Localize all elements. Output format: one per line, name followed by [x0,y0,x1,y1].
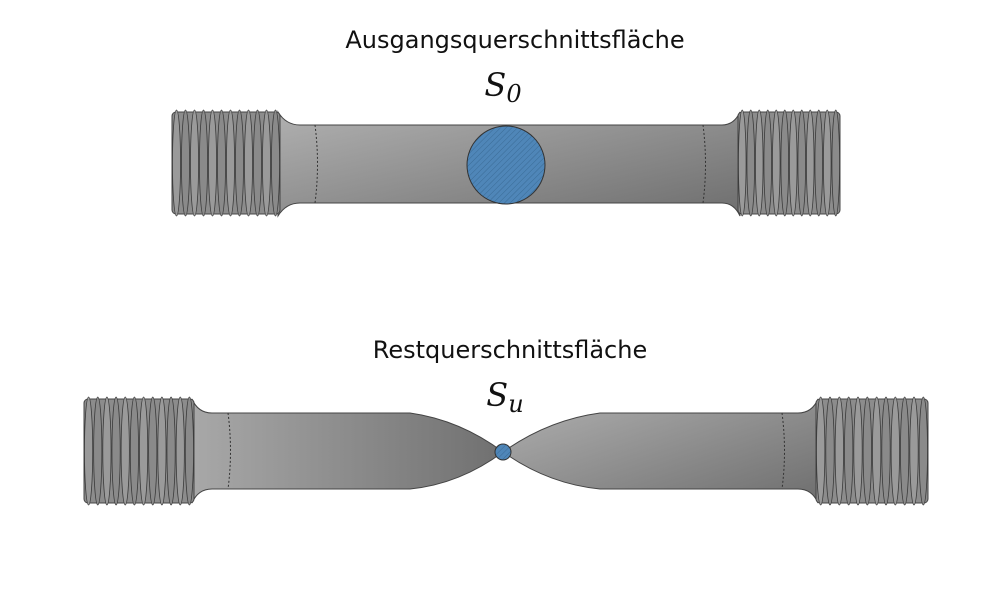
thread-ridge [862,396,872,506]
thread-ridge [139,396,149,506]
left-shaft [191,398,504,504]
thread-ridge [831,109,840,217]
thread-ridge [834,396,844,506]
thread-ridge [844,396,854,506]
symbol-subscript: 0 [506,80,522,108]
thread-ridge [166,396,176,506]
thread-ridge [881,396,891,506]
thread-ridge [780,109,789,217]
symbol-letter: S [486,376,509,414]
original-specimen [171,109,841,218]
thread-ridge [217,109,226,217]
thread-ridge [806,109,815,217]
thread-ridge [872,396,882,506]
thread-ridge [235,109,244,217]
thread-ridge [816,396,826,506]
thread-ridge [84,396,94,506]
thread-ridge [772,109,781,217]
thread-ridge [738,109,747,217]
thread-ridge [909,396,919,506]
left-thread [83,396,195,506]
thread-ridge [181,109,190,217]
thread-ridge [208,109,217,217]
thread-ridge [102,396,112,506]
symbol-subscript: u [508,390,524,418]
thread-ridge [789,109,798,217]
thread-ridge [890,396,900,506]
fractured-specimen [83,396,929,506]
thread-ridge [746,109,755,217]
thread-ridge [172,109,181,217]
left-thread [171,109,281,217]
thread-ridge [253,109,262,217]
symbol-letter: S [484,66,507,104]
initial-area-symbol: S0 [484,66,521,108]
initial-area-label: Ausgangsquerschnittsfläche [345,26,685,54]
residual-area-symbol: Su [486,376,523,418]
thread-ridge [262,109,271,217]
thread-ridge [763,109,772,217]
thread-ridge [111,396,121,506]
thread-ridge [93,396,103,506]
thread-ridge [918,396,928,506]
thread-ridge [199,109,208,217]
thread-ridge [148,396,158,506]
thread-ridge [271,109,280,217]
thread-ridge [120,396,130,506]
thread-ridge [184,396,194,506]
thread-ridge [755,109,764,217]
thread-ridge [190,109,199,217]
right-thread [737,109,841,217]
thread-ridge [814,109,823,217]
thread-ridge [825,396,835,506]
thread-ridge [900,396,910,506]
thread-ridge [853,396,863,506]
initial-cross-section [466,125,546,205]
thread-ridge [797,109,806,217]
thread-ridge [226,109,235,217]
thread-ridge [157,396,167,506]
thread-ridge [823,109,832,217]
reduced-cross-section [494,443,512,461]
right-shaft [502,398,819,504]
thread-ridge [244,109,253,217]
right-thread [815,396,929,506]
thread-ridge [175,396,185,506]
thread-ridge [129,396,139,506]
residual-area-label: Restquerschnittsfläche [372,336,648,364]
